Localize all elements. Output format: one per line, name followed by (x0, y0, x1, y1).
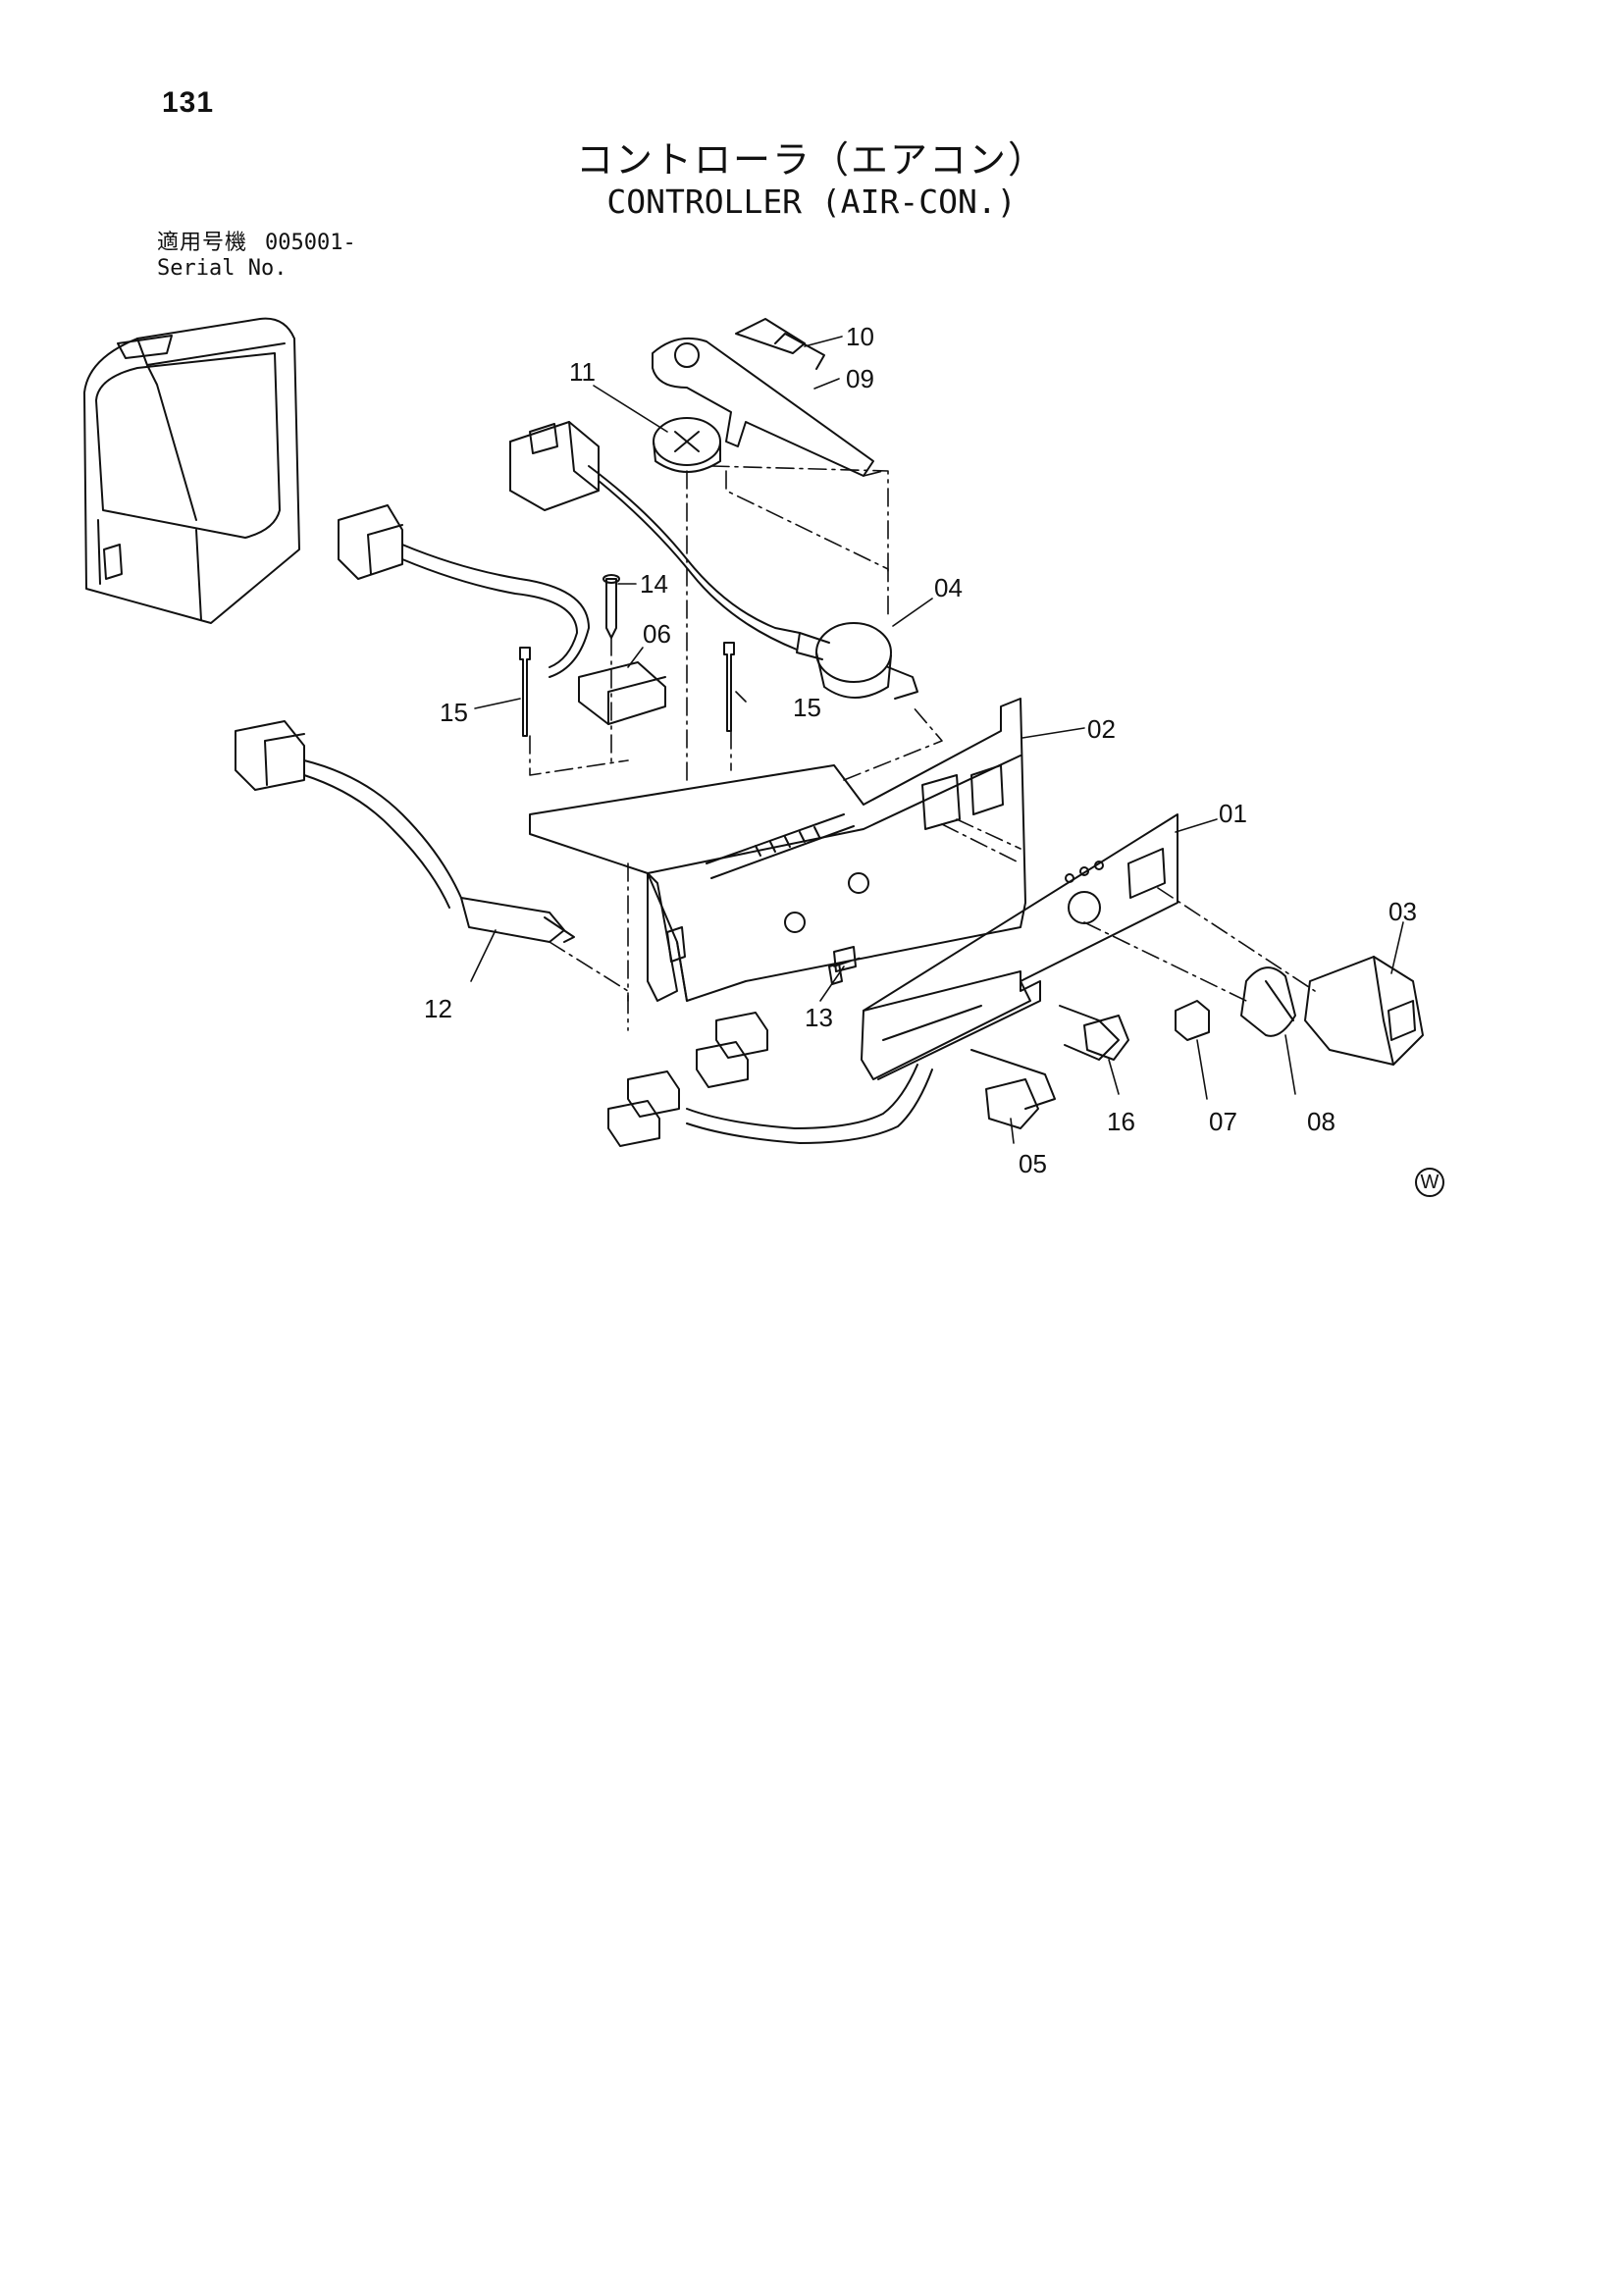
part-11-rotor (653, 417, 721, 473)
callout-11: 11 (569, 357, 596, 387)
callout-10: 10 (846, 322, 874, 351)
part-05-harness (607, 970, 1129, 1147)
part-13-screw (833, 946, 857, 972)
callout-01: 01 (1219, 799, 1247, 828)
callout-04: 04 (934, 573, 963, 602)
part-12-terminal (460, 897, 575, 943)
callout-15-left: 15 (440, 698, 468, 727)
page-number: 131 (162, 86, 215, 119)
callout-08: 08 (1307, 1107, 1335, 1136)
serial-label-japanese: 適用号機 (157, 231, 248, 255)
callout-leaders (470, 336, 1404, 1144)
serial-label-english: Serial No. (157, 256, 288, 281)
part-01-front-panel (861, 813, 1178, 1080)
part-10-clip (735, 318, 806, 354)
part-02-main-bracket (529, 698, 1026, 1002)
callout-12: 12 (424, 994, 452, 1023)
part-15-tie-right (723, 642, 735, 732)
serial-value: 005001- (265, 231, 356, 255)
part-03-switch (1304, 956, 1424, 1066)
page-title-english: CONTROLLER (AIR-CON.) (606, 183, 1017, 221)
part-15-tie-left (519, 647, 531, 737)
part-06-relay (578, 661, 666, 725)
callout-14: 14 (640, 569, 668, 599)
part-04-potentiometer (796, 622, 918, 700)
harness-12 (235, 720, 462, 909)
callout-09: 09 (846, 364, 874, 393)
serial-number-block: 適用号機 005001- Serial No. (157, 231, 356, 282)
callout-16: 16 (1107, 1107, 1135, 1136)
callout-labels: 10 09 11 04 14 06 15 15 02 01 03 12 13 1… (424, 322, 1417, 1178)
callout-07: 07 (1209, 1107, 1237, 1136)
part-07-knob (1175, 1000, 1210, 1041)
part-14-screw (602, 574, 620, 639)
page-title-japanese: コントローラ（エアコン） (575, 138, 1047, 182)
callout-05: 05 (1019, 1149, 1047, 1178)
assembly-lines (529, 465, 1316, 1031)
callout-06: 06 (643, 619, 671, 649)
callout-03: 03 (1388, 897, 1417, 926)
harness-06 (338, 504, 590, 678)
copyright-mark: W (1415, 1168, 1444, 1197)
callout-15-right: 15 (793, 693, 821, 722)
callout-13: 13 (805, 1003, 833, 1032)
cab-thumbnail (83, 317, 300, 624)
part-09-bracket (652, 333, 874, 477)
part-08-knob (1240, 966, 1296, 1037)
callout-02: 02 (1087, 714, 1116, 744)
